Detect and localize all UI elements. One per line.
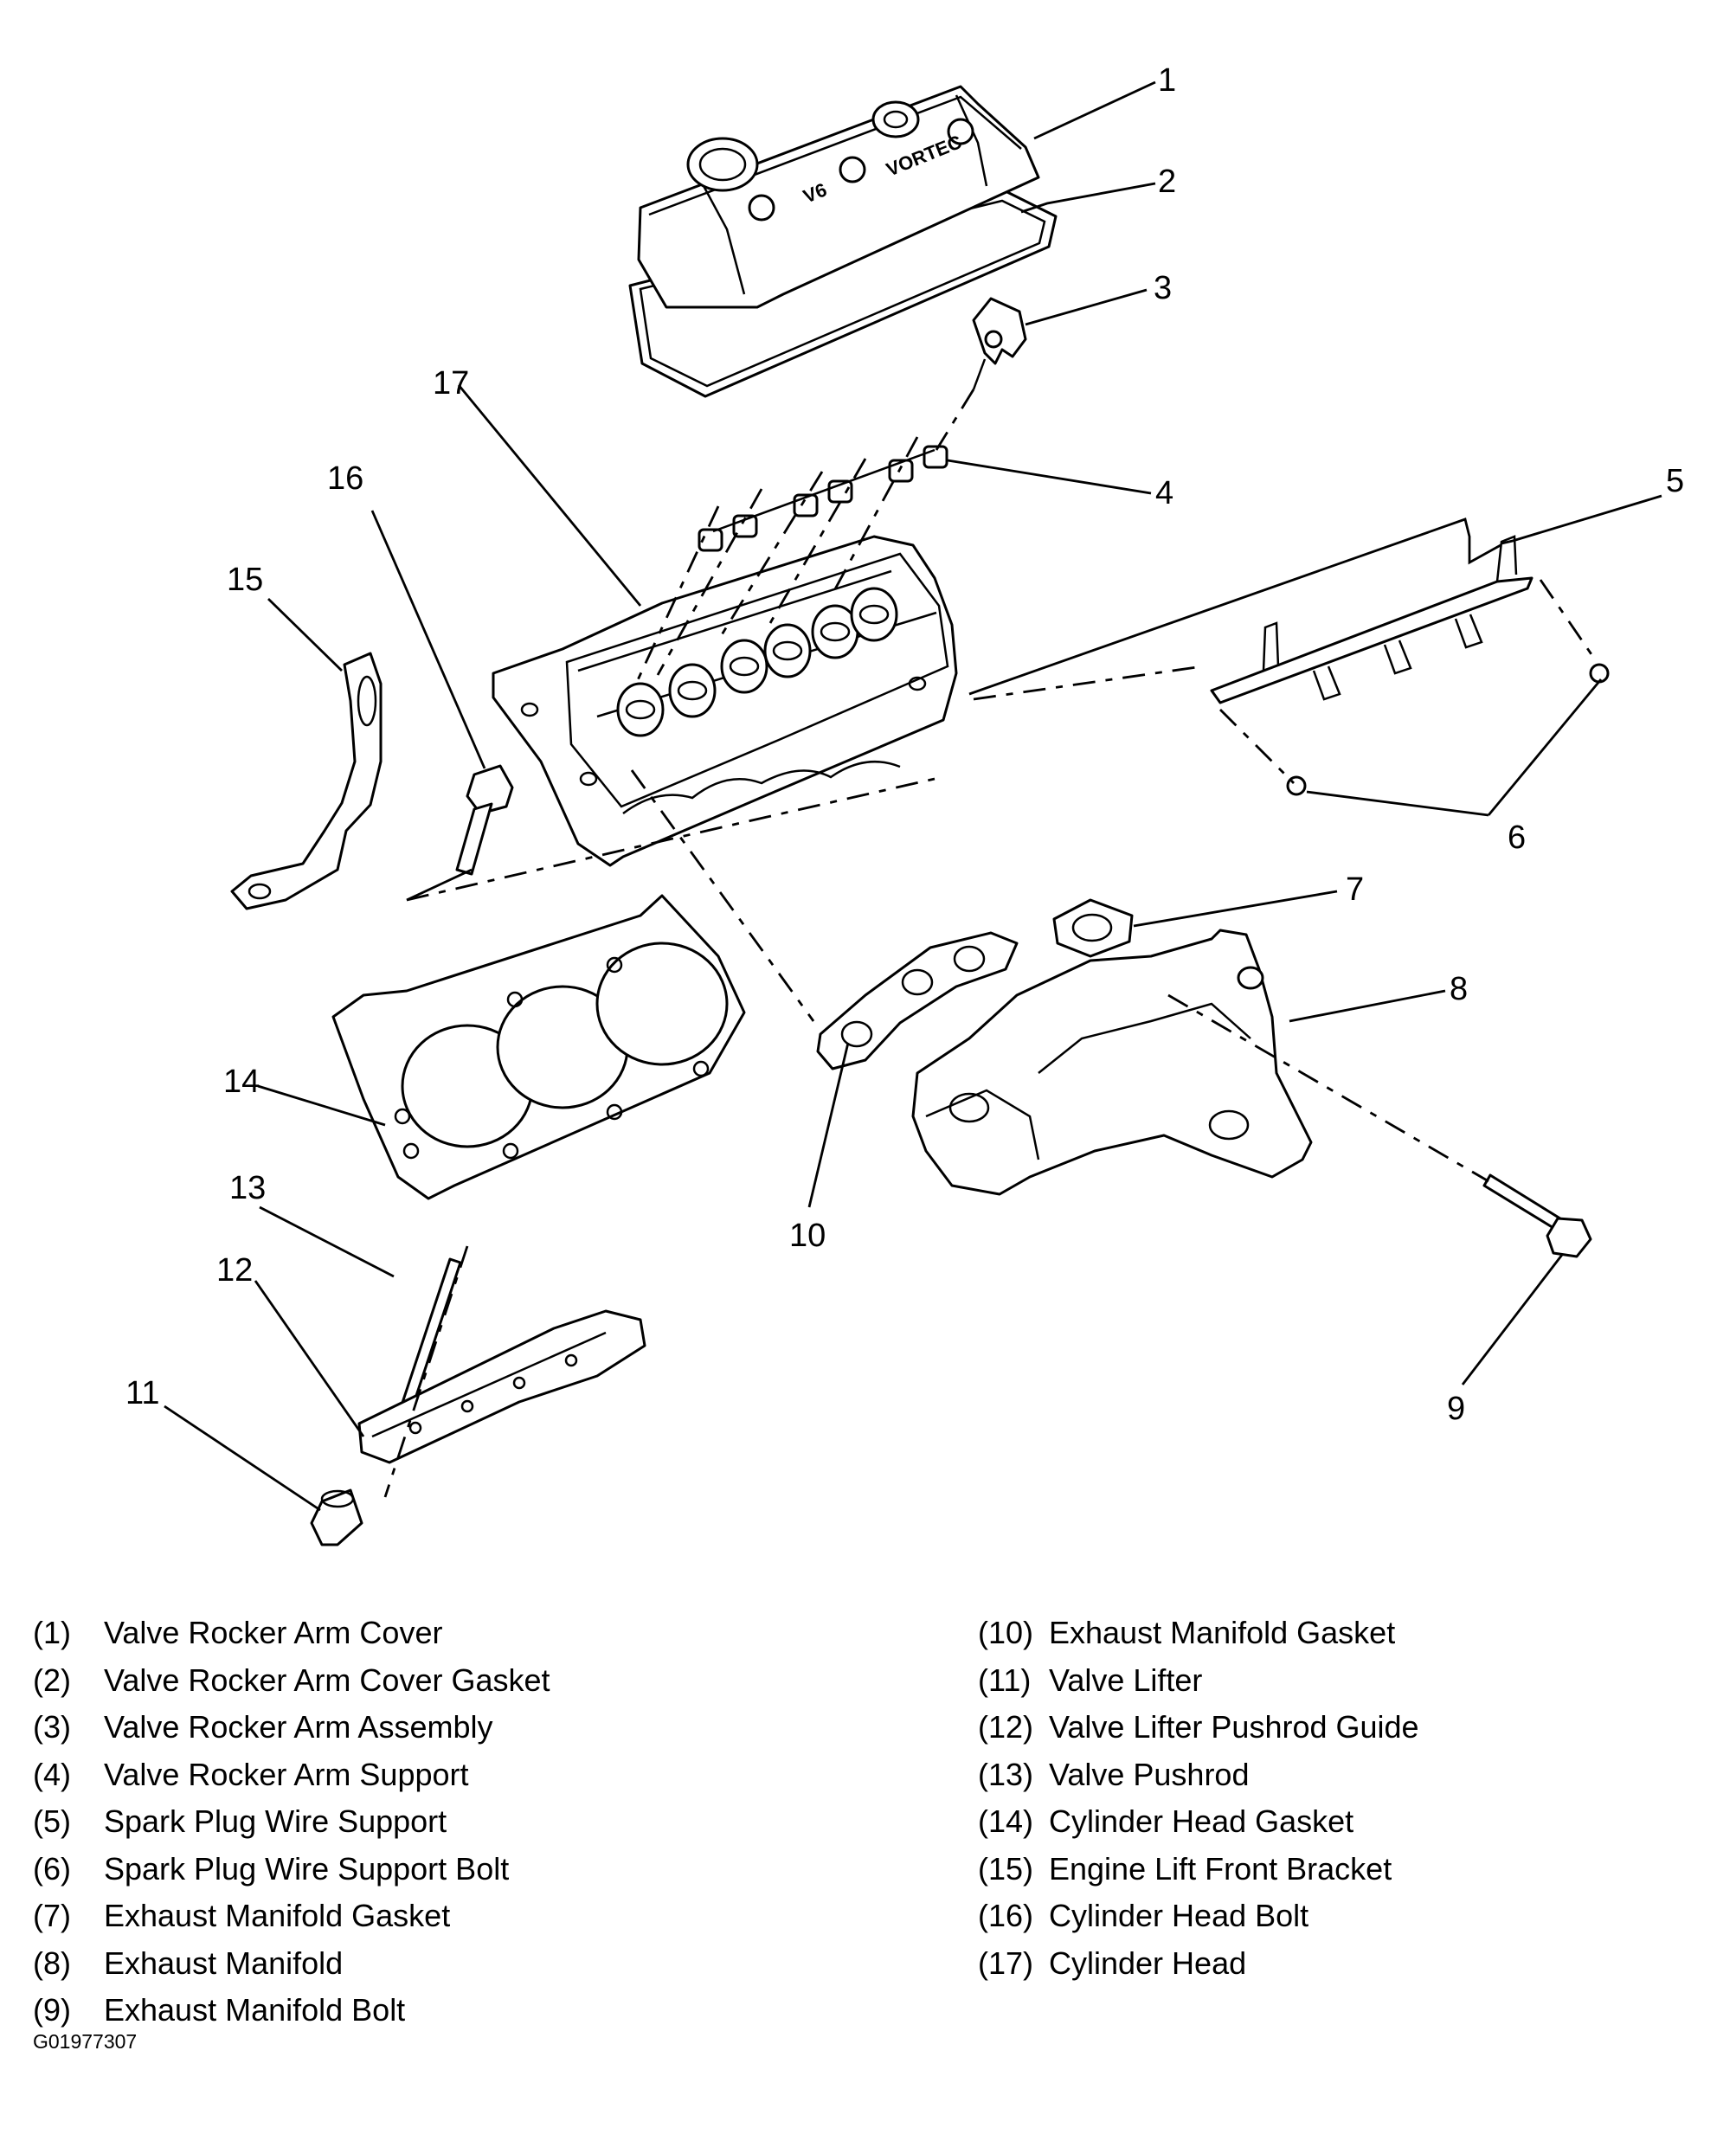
exhaust-manifold	[911, 929, 1313, 1196]
legend-number: (3)	[33, 1709, 71, 1745]
legend-item: (10) Exhaust Manifold Gasket	[978, 1610, 1419, 1657]
legend-item: (8) Exhaust Manifold	[33, 1940, 550, 1988]
valve-lifter-pushrod-guide	[357, 1309, 646, 1464]
legend-label: Exhaust Manifold Gasket	[1049, 1615, 1396, 1650]
callout-13: 13	[229, 1170, 266, 1206]
callout-14: 14	[223, 1064, 260, 1100]
callout-4: 4	[1155, 475, 1173, 511]
cylinder-head	[492, 535, 958, 867]
legend-number: (2)	[33, 1662, 71, 1698]
legend-label: Exhaust Manifold Bolt	[104, 1992, 406, 2028]
callout-12: 12	[216, 1252, 253, 1289]
rocker-arm-cover: V6 VORTEC	[637, 85, 1040, 309]
callout-1: 1	[1158, 62, 1176, 99]
exhaust-manifold-gasket	[816, 931, 1019, 1070]
exhaust-manifold-gasket-2	[1052, 898, 1134, 958]
exploded-parts-diagram: V6 VORTEC	[125, 62, 1684, 1546]
legend-number: (7)	[33, 1898, 71, 1933]
legend-item: (16) Cylinder Head Bolt	[978, 1893, 1419, 1940]
legend-number: (12)	[978, 1709, 1034, 1745]
legend-item: (6) Spark Plug Wire Support Bolt	[33, 1846, 550, 1893]
callout-6: 6	[1508, 820, 1526, 856]
spark-plug-wire-support	[1210, 535, 1533, 704]
callout-17: 17	[433, 365, 469, 402]
legend-label: Exhaust Manifold Gasket	[104, 1898, 451, 1933]
callout-16: 16	[327, 460, 363, 497]
legend-label: Valve Lifter Pushrod Guide	[1049, 1709, 1419, 1745]
rocker-arm-assembly	[972, 297, 1027, 390]
legend-number: (4)	[33, 1756, 71, 1792]
cylinder-head-gasket	[331, 894, 746, 1200]
legend-label: Cylinder Head Gasket	[1049, 1803, 1354, 1839]
legend-number: (17)	[978, 1945, 1034, 1981]
callout-8: 8	[1450, 971, 1468, 1007]
legend-number: (8)	[33, 1945, 71, 1981]
callout-labels: 1 2 3 4 5 6 7 8 9 10 11 12 13 14 15 16 1…	[125, 62, 1684, 1427]
legend-number: (1)	[33, 1615, 71, 1650]
valve-springs	[616, 587, 898, 737]
legend-label: Spark Plug Wire Support Bolt	[104, 1850, 510, 1887]
legend-label: Valve Lifter	[1049, 1662, 1203, 1698]
leader-lines	[164, 80, 1662, 1512]
engine-lift-front-bracket	[230, 652, 383, 910]
legend-label: Valve Rocker Arm Support	[104, 1756, 469, 1792]
parts-legend: (1) Valve Rocker Arm Cover (2) Valve Rocke…	[33, 1610, 1703, 2028]
legend-item: (2) Valve Rocker Arm Cover Gasket	[33, 1657, 550, 1705]
legend-label: Valve Pushrod	[1049, 1756, 1250, 1792]
legend-item: (5) Spark Plug Wire Support	[33, 1798, 550, 1846]
legend-item: (4) Valve Rocker Arm Support	[33, 1752, 550, 1799]
callout-15: 15	[227, 562, 263, 598]
legend-number: (13)	[978, 1756, 1034, 1792]
callout-2: 2	[1158, 164, 1176, 200]
legend-item: (11) Valve Lifter	[978, 1657, 1419, 1705]
rocker-arm-supports	[698, 445, 948, 552]
cylinder-head-bolt	[455, 764, 514, 876]
legend-item: (7) Exhaust Manifold Gasket	[33, 1893, 550, 1940]
legend-item: (13) Valve Pushrod	[978, 1752, 1419, 1799]
callout-10: 10	[789, 1218, 826, 1254]
callout-5: 5	[1666, 463, 1684, 499]
legend-item: (12) Valve Lifter Pushrod Guide	[978, 1704, 1419, 1752]
legend-number: (14)	[978, 1803, 1034, 1839]
legend-number: (16)	[978, 1898, 1034, 1933]
legend-column-left: (1) Valve Rocker Arm Cover (2) Valve Rocke…	[33, 1610, 550, 2035]
callout-9: 9	[1447, 1391, 1465, 1427]
legend-item: (9) Exhaust Manifold Bolt	[33, 1987, 550, 2035]
legend-label: Spark Plug Wire Support	[104, 1803, 447, 1839]
legend-label: Engine Lift Front Bracket	[1049, 1850, 1392, 1887]
legend-number: (5)	[33, 1803, 71, 1839]
legend-number: (9)	[33, 1992, 71, 2028]
legend-label: Valve Rocker Arm Cover Gasket	[104, 1662, 550, 1698]
callout-3: 3	[1154, 270, 1172, 306]
legend-label: Exhaust Manifold	[104, 1945, 344, 1981]
callout-11: 11	[125, 1375, 159, 1411]
legend-item: (3) Valve Rocker Arm Assembly	[33, 1704, 550, 1752]
legend-number: (11)	[978, 1662, 1032, 1698]
legend-label: Valve Rocker Arm Cover	[104, 1615, 443, 1650]
exhaust-manifold-bolt	[1482, 1173, 1592, 1258]
legend-number: (6)	[33, 1850, 71, 1887]
legend-item: (14) Cylinder Head Gasket	[978, 1798, 1419, 1846]
legend-item: (1) Valve Rocker Arm Cover	[33, 1610, 550, 1657]
legend-item: (17) Cylinder Head	[978, 1940, 1419, 1988]
legend-label: Cylinder Head Bolt	[1049, 1898, 1309, 1933]
valve-lifter	[310, 1488, 363, 1546]
legend-item: (15) Engine Lift Front Bracket	[978, 1846, 1419, 1893]
legend-label: Cylinder Head	[1049, 1945, 1247, 1981]
assembly-lines	[383, 389, 1598, 1498]
legend-number: (10)	[978, 1615, 1034, 1650]
callout-7: 7	[1346, 871, 1364, 908]
legend-number: (15)	[978, 1850, 1034, 1887]
legend-column-right: (10) Exhaust Manifold Gasket (11) Valve Li…	[978, 1610, 1419, 1987]
legend-label: Valve Rocker Arm Assembly	[104, 1709, 493, 1745]
figure-id: G01977307	[33, 2030, 138, 2053]
